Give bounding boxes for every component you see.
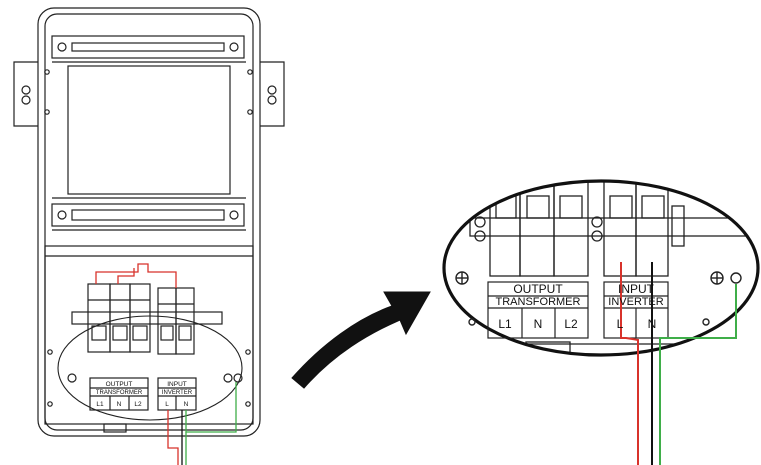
zoom-wires [620, 262, 737, 465]
zoom-arrow-icon [291, 291, 431, 389]
small-terminal-n-input: N [184, 401, 189, 408]
mount-hole-icon [247, 109, 253, 115]
zoom-screw-icon [702, 318, 710, 326]
left-ear-hole-icon [21, 85, 31, 95]
left-mounting-ear [13, 61, 38, 127]
right-ear-hole-icon [267, 85, 277, 95]
enclosure-drawing [13, 7, 285, 437]
right-mounting-ear [260, 61, 285, 127]
small-terminal-n: N [117, 401, 122, 408]
zoom-inverter-label: INVERTER [608, 296, 663, 308]
zoom-terminal-block-output [487, 281, 589, 339]
right-ear-hole-icon-lower [267, 95, 277, 105]
wiring-compartment [44, 245, 254, 425]
small-terminal-l1: L1 [96, 401, 104, 408]
ground-icon [223, 373, 233, 383]
cable-entry [103, 423, 127, 433]
small-wires [95, 263, 237, 465]
mount-hole-icon [44, 69, 50, 75]
input-breakers [157, 287, 195, 355]
screw-icon [229, 42, 239, 52]
zoom-terminal-l2: L2 [564, 317, 578, 331]
top-bracket [51, 35, 245, 59]
small-inverter-label: INVERTER [162, 390, 193, 396]
terminal-block-input-small [157, 377, 197, 411]
enclosure-body [37, 7, 261, 437]
small-labels: OUTPUT TRANSFORMER L1 N L2 INPUT INVERTE… [96, 381, 193, 408]
mount-hole-icon [47, 401, 53, 407]
screw-icon [57, 42, 67, 52]
zoom-din-rail [469, 217, 758, 237]
screw-icon [229, 210, 239, 220]
zoom-earth-terminal-icon [730, 272, 742, 284]
zoom-labels: OUTPUT TRANSFORMER L1 N L2 INPUT INVERTE… [496, 282, 664, 331]
zoom-region-ellipse [57, 315, 243, 421]
zoom-input-label: INPUT [618, 282, 655, 296]
mount-hole-icon [44, 109, 50, 115]
small-output-label: OUTPUT [106, 381, 133, 388]
bottom-bracket [51, 203, 245, 227]
bottom-bracket-slot [71, 209, 225, 221]
zoom-output-label: OUTPUT [513, 282, 563, 296]
zoom-terminal-n-input: N [648, 317, 657, 331]
enclosure-inner [44, 13, 254, 431]
zoom-transformer-label: TRANSFORMER [496, 296, 581, 308]
zoom-output-breakers [474, 181, 603, 277]
zoom-terminal-n: N [534, 317, 543, 331]
zoom-terminal-l1: L1 [498, 317, 512, 331]
zoom-screw-icon [468, 318, 476, 326]
mount-hole-icon [247, 69, 253, 75]
mount-hole-icon [47, 349, 53, 355]
mount-hole-icon [245, 401, 251, 407]
output-breakers [87, 283, 151, 353]
zoom-ellipse [442, 179, 760, 357]
top-bracket-slot [71, 42, 225, 52]
transformer-box [67, 65, 231, 195]
zoom-view: OUTPUT TRANSFORMER L1 N L2 INPUT INVERTE… [442, 179, 760, 465]
mount-hole-icon [245, 349, 251, 355]
small-transformer-label: TRANSFORMER [96, 390, 143, 396]
zoom-input-breakers [603, 181, 685, 277]
zoom-terminal-l: L [617, 317, 624, 331]
ground-icon [67, 373, 77, 383]
small-terminal-l: L [165, 401, 169, 408]
terminal-block-output-small [89, 377, 149, 411]
left-ear-hole-icon-lower [21, 95, 31, 105]
din-rail [71, 311, 223, 325]
screw-icon [57, 210, 67, 220]
small-terminal-l2: L2 [134, 401, 142, 408]
small-input-label: INPUT [167, 381, 187, 388]
